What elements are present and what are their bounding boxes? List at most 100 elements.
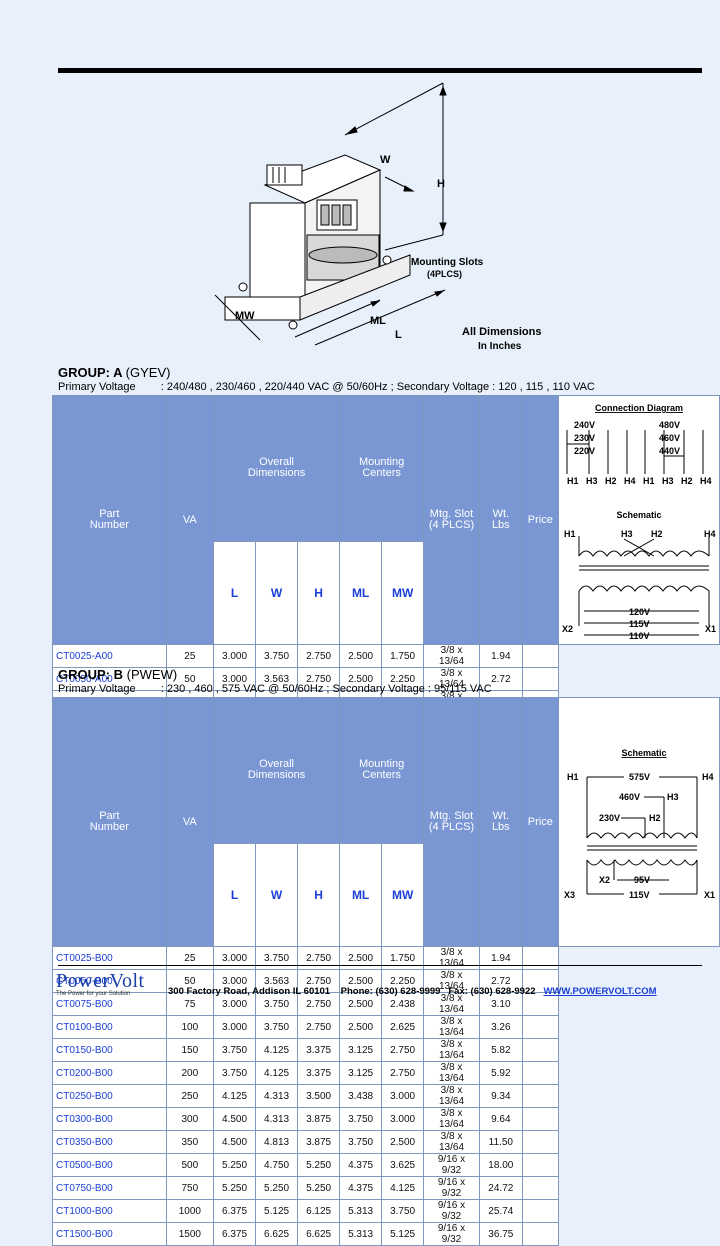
footer-fax: Fax: (630) 628-9922 <box>448 986 536 997</box>
spec-cell: 1.94 <box>478 644 523 668</box>
spec-cell: 2.750 <box>297 1015 341 1039</box>
footer-website-link[interactable]: WWW.POWERVOLT.COM <box>543 986 657 997</box>
part-number-cell[interactable]: CT0500-B00 <box>52 1153 167 1177</box>
price-cell <box>521 1107 559 1131</box>
group-a-diagram-cell: Connection Diagram 240V 230V 220V 480V 4… <box>557 395 720 645</box>
part-number-cell[interactable]: CT0050-A00 <box>52 667 167 691</box>
price-cell <box>521 1222 559 1246</box>
spec-cell: 2.500 <box>339 1015 383 1039</box>
spec-cell: 4.375 <box>339 1153 383 1177</box>
spec-cell: 3.875 <box>297 1130 341 1154</box>
term-h2: H2 <box>681 476 693 486</box>
spec-cell: 5.313 <box>339 1199 383 1223</box>
header-va: VA <box>165 697 215 947</box>
spec-cell: 5.313 <box>339 1222 383 1246</box>
sch-h2: H2 <box>651 529 663 539</box>
spec-cell: 4.313 <box>255 1107 299 1131</box>
sub-mw: MW <box>381 540 425 646</box>
spec-cell: 2.72 <box>478 969 523 993</box>
part-number-cell[interactable]: CT0025-A00 <box>52 644 167 668</box>
spec-cell: 500 <box>165 1153 215 1177</box>
spec-cell: 2.750 <box>381 1061 425 1085</box>
spec-cell: 9/16 x 9/32 <box>423 1222 480 1246</box>
spec-cell: 4.500 <box>213 1130 257 1154</box>
spec-cell: 3.000 <box>213 644 257 668</box>
spec-cell: 300 <box>165 1107 215 1131</box>
sub-h: H <box>297 540 341 646</box>
spec-cell: 2.625 <box>381 1015 425 1039</box>
part-number-cell[interactable]: CT0750-B00 <box>52 1176 167 1200</box>
spec-cell: 3.750 <box>339 1107 383 1131</box>
price-cell <box>521 946 559 970</box>
spec-cell: 2.500 <box>339 667 383 691</box>
sch-x3: X3 <box>564 890 575 900</box>
spec-cell: 750 <box>165 1176 215 1200</box>
spec-cell: 6.625 <box>255 1222 299 1246</box>
logo-tagline: The Power for your Solution <box>56 991 131 997</box>
spec-cell: 3/8 x 13/64 <box>423 1107 480 1131</box>
part-number-cell[interactable]: CT0250-B00 <box>52 1084 167 1108</box>
spec-cell: 4.750 <box>255 1153 299 1177</box>
volt-220: 220V <box>574 446 595 456</box>
part-number-cell[interactable]: CT0350-B00 <box>52 1130 167 1154</box>
spec-cell: 5.82 <box>478 1038 523 1062</box>
sub-h: H <box>297 842 341 948</box>
group-b-title: GROUP: B (PWEW) <box>58 667 177 682</box>
part-number-cell[interactable]: CT0200-B00 <box>52 1061 167 1085</box>
schematic-title: Schematic <box>621 748 666 758</box>
spec-cell: 3.750 <box>213 1061 257 1085</box>
sch-x2: X2 <box>599 875 610 885</box>
sub-l: L <box>213 842 257 948</box>
part-number-cell[interactable]: CT0150-B00 <box>52 1038 167 1062</box>
spec-cell: 2.250 <box>381 969 425 993</box>
spec-cell: 5.250 <box>297 1153 341 1177</box>
part-number-cell[interactable]: CT0300-B00 <box>52 1107 167 1131</box>
primary-voltage-value: : 230 , 460 , 575 VAC @ 50/60Hz ; Second… <box>160 683 492 695</box>
spec-cell: 9.64 <box>478 1107 523 1131</box>
spec-cell: 9/16 x 9/32 <box>423 1176 480 1200</box>
spec-cell: 1.750 <box>381 946 425 970</box>
part-number-cell[interactable]: CT0025-B00 <box>52 946 167 970</box>
spec-cell: 3.875 <box>297 1107 341 1131</box>
part-number-cell[interactable]: CT1500-B00 <box>52 1222 167 1246</box>
spec-cell: 2.500 <box>339 644 383 668</box>
label-h: H <box>437 178 445 190</box>
spec-cell: 2.500 <box>381 1130 425 1154</box>
spec-cell: 50 <box>165 969 215 993</box>
price-cell <box>521 644 559 668</box>
sub-w: W <box>255 540 299 646</box>
group-a-tag: (GYEV) <box>125 365 171 380</box>
spec-cell: 3.26 <box>478 1015 523 1039</box>
part-number-cell[interactable]: CT0100-B00 <box>52 1015 167 1039</box>
spec-cell: 4.313 <box>255 1084 299 1108</box>
header-price: Price <box>521 697 559 947</box>
spec-cell: 150 <box>165 1038 215 1062</box>
spec-cell: 5.250 <box>213 1153 257 1177</box>
part-number-cell[interactable]: CT0050-B00 <box>52 969 167 993</box>
price-cell <box>521 1038 559 1062</box>
part-number-cell[interactable]: CT1000-B00 <box>52 1199 167 1223</box>
spec-cell: 9/16 x 9/32 <box>423 1199 480 1223</box>
spec-cell: 3/8 x 13/64 <box>423 1061 480 1085</box>
spec-cell: 2.750 <box>297 644 341 668</box>
sch-h4: H4 <box>702 772 714 782</box>
price-cell <box>521 1061 559 1085</box>
volt-440: 440V <box>659 446 680 456</box>
footer-phone: Phone: (630) 628-9999 <box>340 986 441 997</box>
spec-cell: 1.750 <box>381 644 425 668</box>
spec-cell: 3.125 <box>339 1061 383 1085</box>
term-h1: H1 <box>643 476 655 486</box>
volt-240: 240V <box>574 420 595 430</box>
spec-cell: 5.250 <box>255 1176 299 1200</box>
group-a-name: GROUP: A <box>58 365 123 380</box>
